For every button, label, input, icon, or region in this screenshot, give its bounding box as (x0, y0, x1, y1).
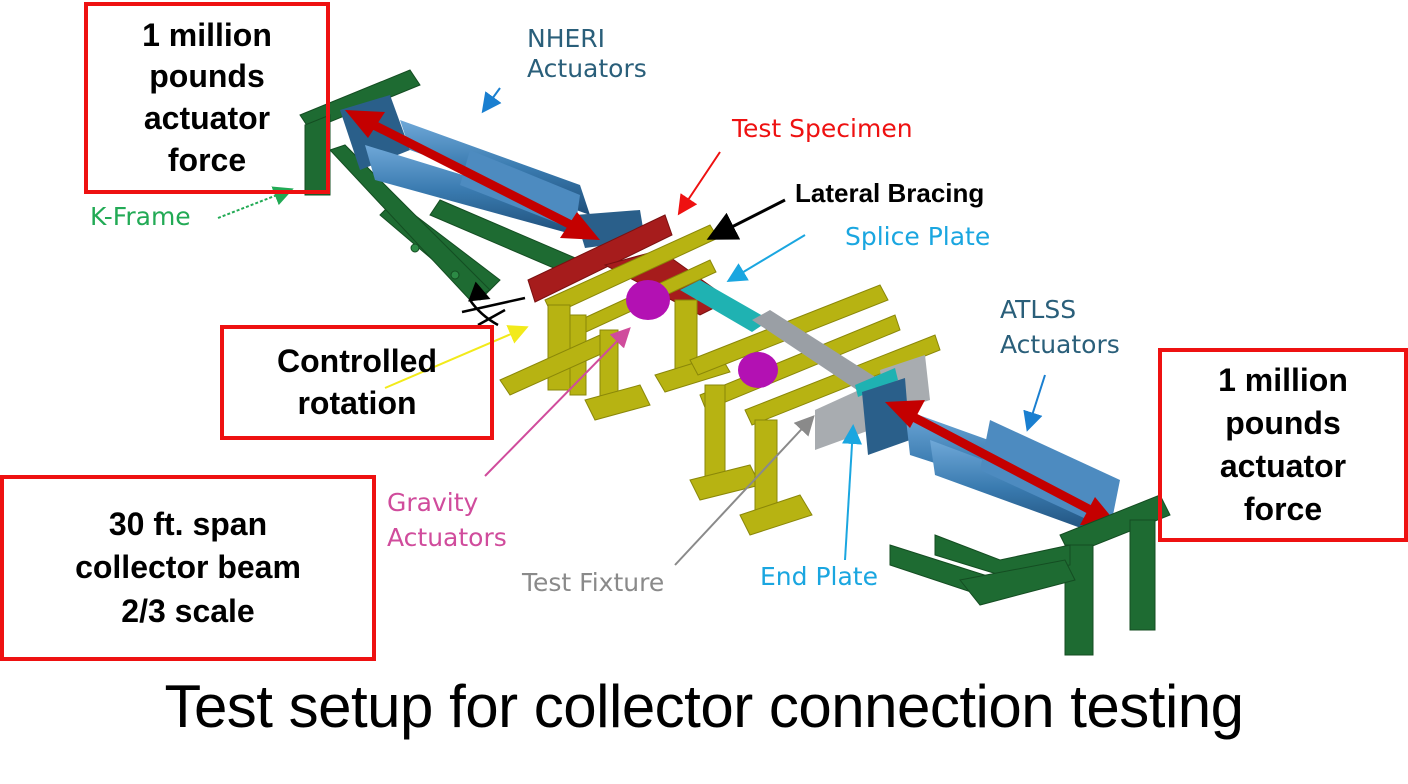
k-frame-label: K-Frame (90, 202, 191, 231)
atlss-arrow (1023, 374, 1046, 432)
left-k-frame (299, 69, 581, 301)
splice-plate-label: Splice Plate (845, 222, 991, 251)
span-box: 30 ft. span collector beam 2/3 scale (0, 475, 376, 661)
rotation-symbol (461, 281, 526, 327)
test-fixture-label: Test Fixture (522, 568, 665, 597)
right-k-frame (889, 494, 1171, 656)
gravity-actuator-2 (738, 352, 778, 388)
nheri-arrow (481, 87, 502, 114)
force-arrow-left (357, 113, 588, 237)
lateral-bracing-arrow (706, 198, 786, 240)
figure-caption: Test setup for collector connection test… (164, 673, 1244, 740)
test-fixture-arrow (674, 415, 815, 566)
force-box-right: 1 million pounds actuator force (1158, 348, 1408, 542)
gravity-actuators-label: Gravity Actuators (387, 488, 507, 552)
force-box-left-text: 1 million pounds actuator force (142, 16, 272, 178)
lateral-bracing-label: Lateral Bracing (795, 178, 985, 208)
force-arrowhead-right-a (885, 400, 925, 428)
controlled-rotation-text: Controlled rotation (277, 342, 437, 421)
force-arrowhead-left-b (560, 212, 600, 240)
splice-plate (680, 280, 770, 332)
splice-plate-arrow (726, 234, 806, 283)
atlss-actuators-label: ATLSS Actuators (1000, 295, 1120, 359)
end-plate (855, 368, 898, 397)
force-arrowhead-left-a (345, 110, 385, 138)
controlled-rotation-arrow (384, 325, 529, 389)
end-plate-label: End Plate (760, 562, 878, 591)
collector-beam (752, 310, 880, 392)
span-box-text: 30 ft. span collector beam 2/3 scale (75, 506, 301, 629)
force-box-left: 1 million pounds actuator force (84, 2, 330, 194)
test-specimen-label: Test Specimen (732, 114, 913, 143)
controlled-rotation-box: Controlled rotation (220, 325, 494, 440)
force-box-right-text: 1 million pounds actuator force (1218, 361, 1348, 528)
gravity-actuator-1 (626, 280, 670, 320)
gravity-arrow (484, 327, 631, 477)
test-specimen-arrow (677, 151, 721, 216)
force-arrow-right (897, 406, 1103, 519)
k-frame-arrow (217, 186, 294, 219)
nheri-actuators-label: NHERI Actuators (527, 24, 647, 83)
end-plate-arrow (842, 424, 863, 561)
